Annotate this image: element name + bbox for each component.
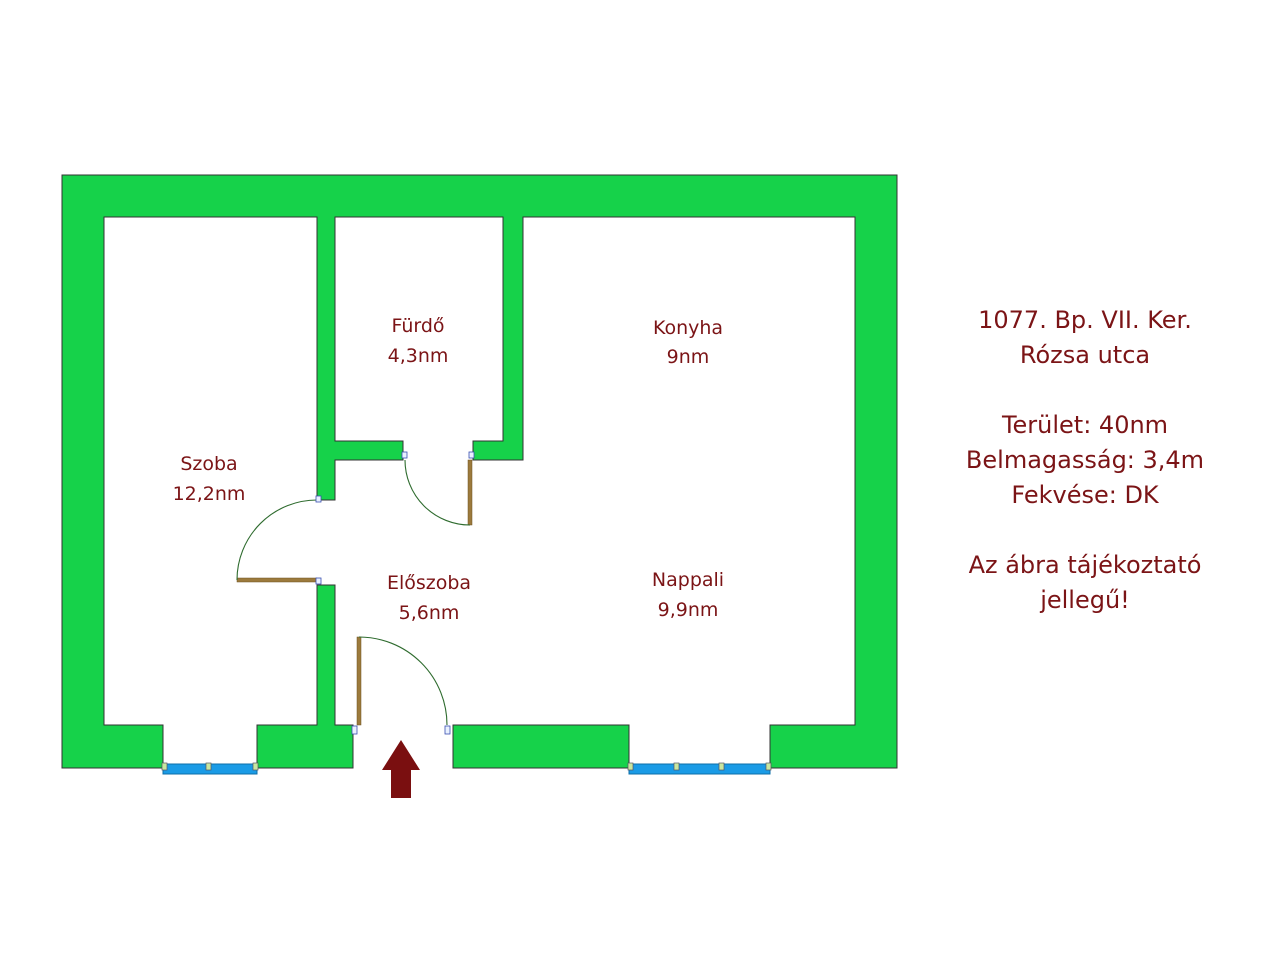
property-info-panel: 1077. Bp. VII. Ker. Rózsa utca Terület: … xyxy=(940,303,1230,618)
window-frame-markers xyxy=(161,762,772,771)
door-leaf-entrance xyxy=(356,636,362,726)
room-area-nappali: 9,9nm xyxy=(658,599,719,621)
room-name-szoba: Szoba xyxy=(180,453,237,475)
window-nappali xyxy=(628,763,771,775)
orientation: Fekvése: DK xyxy=(1011,481,1159,509)
room-name-furdo: Fürdő xyxy=(391,315,444,337)
door-hinges xyxy=(315,451,475,735)
entrance-arrow-icon xyxy=(382,740,420,798)
total-area: Terület: 40nm xyxy=(1001,411,1169,439)
room-area-konyha: 9nm xyxy=(667,346,710,368)
room-area-furdo: 4,3nm xyxy=(388,345,449,367)
door-leaf-szoba xyxy=(236,577,318,583)
ceiling-height: Belmagasság: 3,4m xyxy=(965,446,1205,474)
room-area-szoba: 12,2nm xyxy=(173,483,246,505)
door-swing-furdo xyxy=(404,459,471,526)
room-name-eloszoba: Előszoba xyxy=(387,572,471,594)
outer-wall xyxy=(61,174,898,769)
address-line-1: 1077. Bp. VII. Ker. xyxy=(978,306,1192,334)
door-swing-szoba xyxy=(236,499,318,581)
room-name-nappali: Nappali xyxy=(652,569,724,591)
disclaimer-line-2: jellegű! xyxy=(1040,586,1130,614)
address-line-2: Rózsa utca xyxy=(1019,341,1151,369)
disclaimer-line-1: Az ábra tájékoztató xyxy=(968,551,1202,579)
door-swing-entrance xyxy=(358,636,448,726)
room-area-eloszoba: 5,6nm xyxy=(399,602,460,624)
room-name-konyha: Konyha xyxy=(653,317,723,339)
door-swings xyxy=(236,459,471,726)
door-leaf-furdo xyxy=(467,459,473,526)
